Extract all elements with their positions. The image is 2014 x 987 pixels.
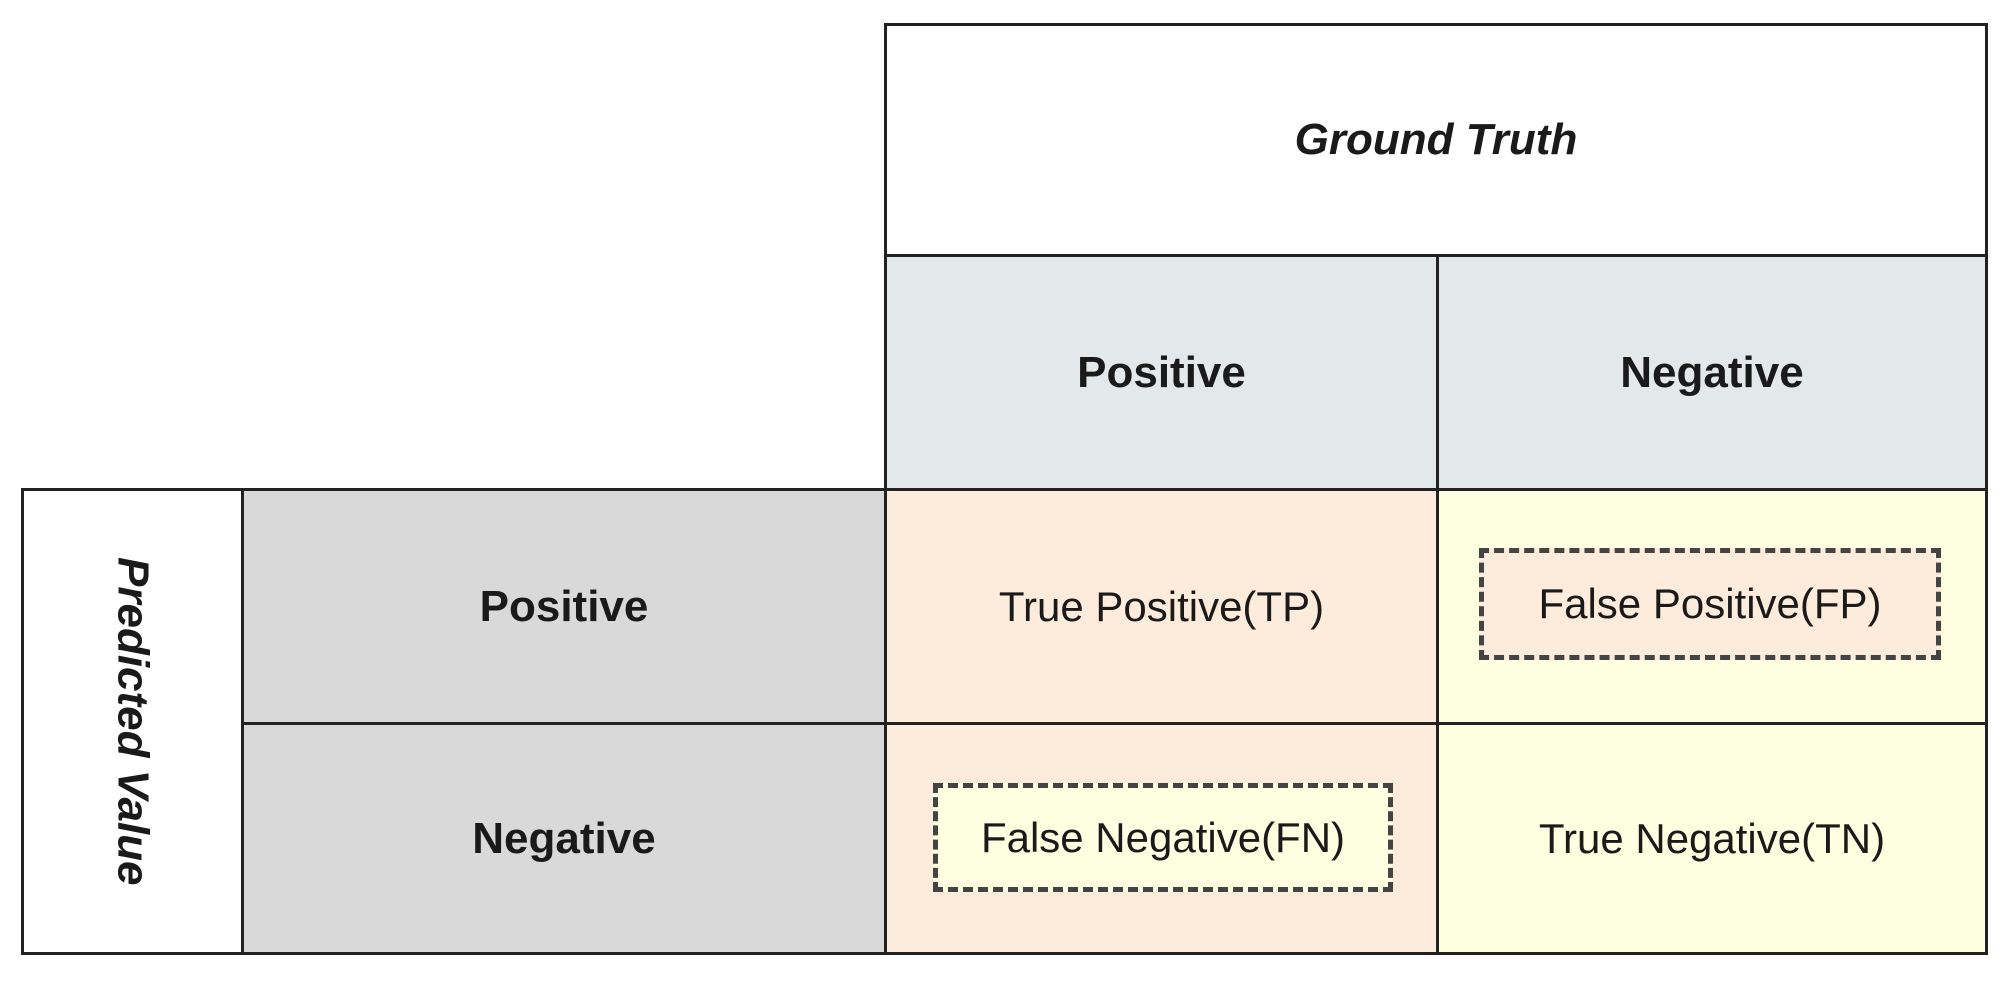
ground-truth-label: Ground Truth xyxy=(1294,115,1578,164)
cell-true-positive: True Positive(TP) xyxy=(884,488,1439,725)
predicted-value-label: Predicted Value xyxy=(108,557,158,886)
row-header-positive: Positive xyxy=(241,488,887,725)
column-header-positive: Positive xyxy=(884,254,1439,491)
column-negative-label: Negative xyxy=(1620,347,1804,397)
tp-label: True Positive(TP) xyxy=(998,582,1325,630)
fp-label: False Positive(FP) xyxy=(1538,580,1882,627)
false-negative-highlight: False Negative(FN) xyxy=(933,783,1393,892)
row-header-negative: Negative xyxy=(241,722,887,955)
fn-label: False Negative(FN) xyxy=(980,813,1346,861)
column-positive-label: Positive xyxy=(1077,347,1246,397)
cell-true-negative: True Negative(TN) xyxy=(1436,722,1988,955)
false-positive-highlight: False Positive(FP) xyxy=(1479,548,1941,660)
tn-label: True Negative(TN) xyxy=(1538,814,1886,862)
ground-truth-header: Ground Truth xyxy=(884,23,1988,257)
row-positive-label: Positive xyxy=(479,581,649,631)
column-header-negative: Negative xyxy=(1436,254,1988,491)
predicted-value-header: Predicted Value xyxy=(21,488,244,955)
row-negative-label: Negative xyxy=(472,813,656,863)
